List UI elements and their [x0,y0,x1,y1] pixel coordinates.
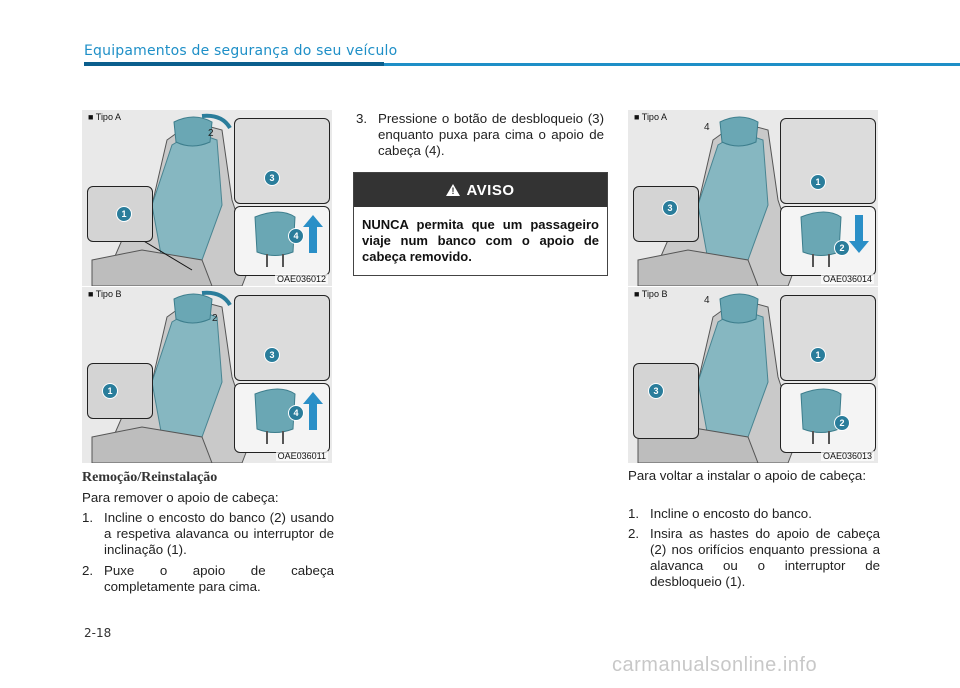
inset-headrest [234,206,330,276]
callout-2: 2 [208,128,214,139]
step-number: 1. [628,506,640,521]
headrest-icon [254,211,323,267]
figure-code: OAE036012 [274,274,328,284]
inset-lever [633,186,699,242]
inset-lever [633,363,699,439]
warning-symbol: ! [451,186,455,196]
callout-4: 4 [288,228,304,244]
callout-4: 4 [288,405,304,421]
callout-1: 1 [116,206,132,222]
figure-label: ■ Tipo B [634,289,668,299]
inset-button [234,118,330,204]
page-number: 2-18 [84,626,112,640]
figure-code: OAE036011 [275,451,328,461]
callout-3: 3 [264,170,280,186]
inset-headrest [234,383,330,453]
figure-type-a-reinstall: ■ Tipo A 1 2 3 4 OAE036014 [628,110,878,286]
header-title: Equipamentos de segurança do seu veículo [84,43,398,59]
headrest-icon [800,388,842,444]
callout-3: 3 [662,200,678,216]
figure-label: ■ Tipo B [88,289,122,299]
right-step-1: 1. Incline o encosto do banco. [628,506,880,522]
callout-3: 3 [648,383,664,399]
warning-title: AVISO [466,181,515,199]
headrest-icon [800,211,869,267]
watermark: carmanualsonline.info [612,654,818,676]
figure-label: ■ Tipo A [634,112,667,122]
middle-step-3: 3. Pressione o botão de desbloqueio (3) … [356,111,604,159]
right-intro: Para voltar a instalar o apoio de cabeça… [628,468,867,483]
figure-code: OAE036013 [820,451,874,461]
headrest-icon [254,388,323,444]
callout-2: 2 [212,313,218,324]
figure-type-a-removal: ■ Tipo A 1 2 3 4 OAE036012 [82,110,332,286]
step-text: Puxe o apoio de cabeça completamente par… [104,563,334,594]
step-text: Insira as hastes do apoio de cabeça (2) … [650,526,880,589]
right-step-2: 2. Insira as hastes do apoio de cabeça (… [628,526,880,590]
callout-1: 1 [810,347,826,363]
callout-3: 3 [264,347,280,363]
warning-box: ! AVISO NUNCA permita que um passageiro … [353,172,608,276]
left-step-1: 1. Incline o encosto do banco (2) usando… [82,510,334,558]
warning-triangle-icon: ! [446,184,461,196]
callout-2: 2 [834,240,850,256]
step-number: 2. [82,563,94,578]
section-title: Remoção/Reinstalação [82,470,218,485]
step-number: 3. [356,111,368,126]
figure-type-b-reinstall: ■ Tipo B 1 2 3 4 OAE036013 [628,287,878,463]
figure-label: ■ Tipo A [88,112,121,122]
left-step-2: 2. Puxe o apoio de cabeça completamente … [82,563,334,595]
figure-code: OAE036014 [820,274,874,284]
inset-headrest [780,383,876,453]
callout-2: 2 [834,415,850,431]
step-number: 2. [628,526,640,541]
seat-illustration [91,113,253,286]
left-intro: Para remover o apoio de cabeça: [82,490,279,505]
callout-1: 1 [102,383,118,399]
step-text: Incline o encosto do banco. [650,506,812,521]
figure-type-b-removal: ■ Tipo B 1 2 3 4 OAE036011 [82,287,332,463]
callout-1: 1 [810,174,826,190]
inset-button [780,295,876,381]
step-number: 1. [82,510,94,525]
warning-body: NUNCA permita que um passageiro viaje nu… [362,217,599,264]
step-text: Pressione o botão de desbloqueio (3) enq… [378,111,604,158]
header-rule-accent [84,62,384,66]
callout-4: 4 [704,122,710,133]
inset-headrest [780,206,876,276]
header-rule [84,63,960,66]
inset-button [234,295,330,381]
warning-header: ! AVISO [354,173,607,207]
callout-4: 4 [704,295,710,306]
inset-lever [87,363,153,419]
inset-lever [87,186,153,242]
seat-illustration [91,290,253,463]
seat-illustration [637,116,799,286]
step-text: Incline o encosto do banco (2) usando a … [104,510,334,557]
inset-button [780,118,876,204]
